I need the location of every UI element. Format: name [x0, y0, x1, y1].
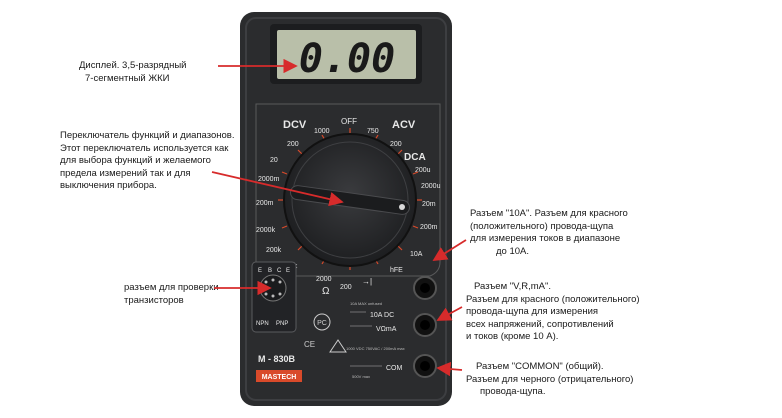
jack-vma-annotation: Разъем "V,R,mA". Разъем для красного (по…: [466, 281, 640, 342]
model-label: M - 830B: [258, 354, 296, 364]
range-dca-10a: 10A: [410, 251, 423, 258]
pnp-label: PNP: [276, 321, 288, 327]
ohm-symbol: Ω: [322, 286, 330, 297]
switch-annotation: Переключатель функций и диапазонов. Этот…: [60, 130, 235, 191]
switch-pointer: [290, 185, 410, 215]
jack-com-annotation: Разъем "COMMON" (общий). Разъем для черн…: [466, 361, 634, 397]
pin-label-b: B: [268, 268, 272, 274]
lcd-screen: [277, 30, 416, 79]
arrow-jack-com: [436, 361, 463, 377]
certification-logo: [313, 313, 331, 331]
range-dcv-2000m: 2000m: [258, 176, 280, 183]
switch-indicator-dot: [399, 204, 405, 210]
lcd-reading: 0.00: [299, 36, 395, 82]
range-ohm-200: 200: [340, 284, 352, 291]
brand-plate: [256, 370, 302, 382]
dial-label-acv: ACV: [392, 119, 416, 131]
display-annotation: Дисплей. 3,5-разрядный 7-сегментный ЖКИ: [79, 60, 187, 84]
jack-10a-annotation: Разъем "10A". Разъем для красного (полож…: [470, 208, 628, 257]
svg-text:PC: PC: [317, 320, 327, 327]
range-dca-2000u: 2000u: [421, 183, 441, 190]
range-dcv-200: 200: [287, 141, 299, 148]
dial-label-dca: DCA: [404, 152, 426, 163]
range-ohm-2000: 2000: [316, 276, 332, 283]
range-ohm-200k: 200k: [266, 247, 282, 254]
range-dca-20m: 20m: [422, 201, 436, 208]
pin-label-e2: E: [286, 268, 290, 274]
jack-10a-label: 10A DC: [370, 312, 394, 319]
transistor-annotation: разъем для проверки транзисторов: [124, 282, 219, 306]
range-acv-200: 200: [390, 141, 402, 148]
jack-vma-label: VΩmA: [376, 326, 397, 333]
arrow-jack-vma: [436, 306, 463, 321]
jack-com-label: COM: [386, 365, 403, 372]
pin-label-e1: E: [258, 268, 262, 274]
range-dcv-200m: 200m: [256, 200, 274, 207]
svg-text:CE: CE: [304, 340, 315, 349]
jack-vma[interactable]: [413, 313, 437, 337]
diode-symbol: →|: [362, 277, 372, 286]
npn-label: NPN: [256, 321, 269, 327]
warning-triangle-icon: [329, 339, 347, 353]
brand-label: MASTECH: [262, 374, 297, 381]
range-dcv-20: 20: [270, 157, 278, 164]
hfe-label: hFE: [390, 267, 403, 274]
range-dcv-1000: 1000: [314, 128, 330, 135]
jack-10a-warning: 10A MAX unfused: [350, 301, 382, 306]
dial-label-off: OFF: [341, 117, 357, 126]
range-dca-200u: 200u: [415, 167, 431, 174]
range-acv-750: 750: [367, 128, 379, 135]
jack-com[interactable]: [413, 354, 437, 378]
jack-vma-warning: 1000 VDC 750VAC / 200mA max: [346, 346, 405, 351]
dial-label-dcv: DCV: [283, 119, 307, 131]
range-dca-200m: 200m: [420, 224, 438, 231]
jack-com-warning: 500V max: [352, 374, 370, 379]
range-ohm-2000k: 2000k: [256, 227, 276, 234]
pin-label-c: C: [277, 268, 282, 274]
arrow-switch: [211, 171, 344, 207]
arrow-jack-10a: [432, 239, 467, 261]
jack-10a[interactable]: [413, 276, 437, 300]
